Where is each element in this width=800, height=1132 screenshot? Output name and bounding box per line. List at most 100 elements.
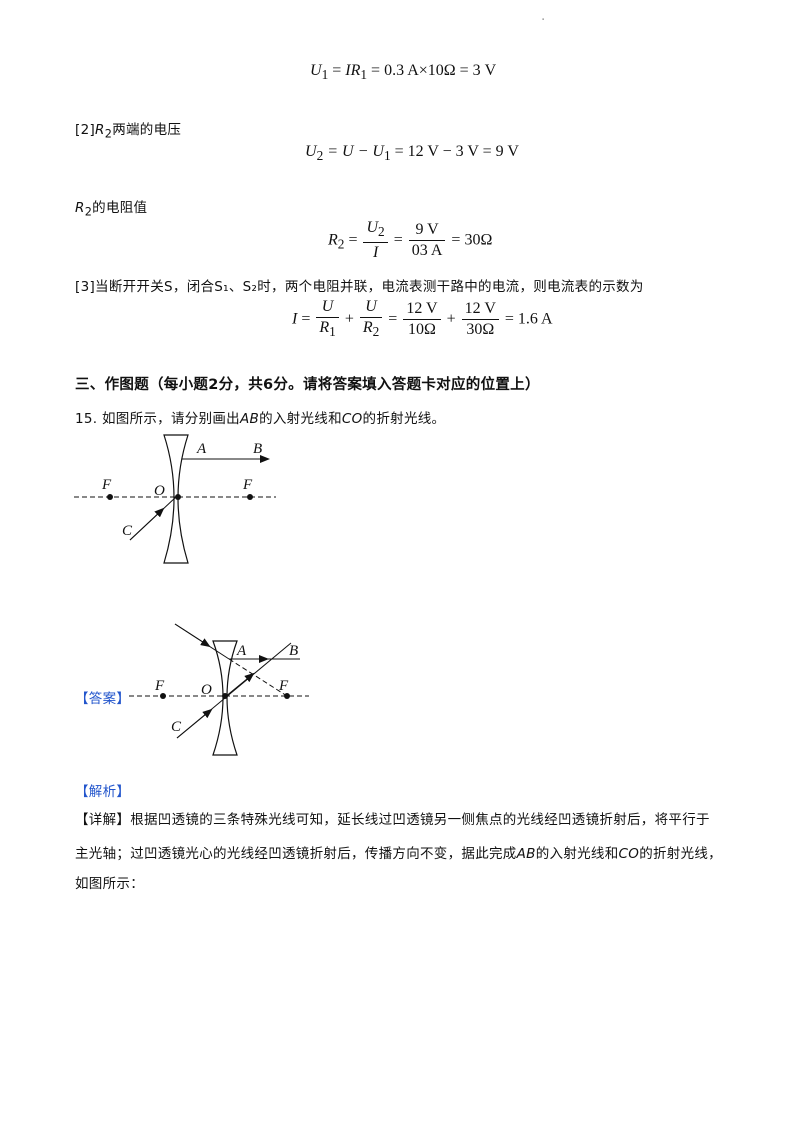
eq4-equals-2: = [384,310,402,328]
eq4-frac3-num: 12 V [403,299,441,321]
answer-label: 【答案】 [75,691,131,707]
detail-line-2c: 的折射光线， [639,846,722,862]
step-r2-sub: 2 [84,205,93,219]
eq4-frac3-den: 10Ω [408,321,436,339]
eq4-i: I [292,310,298,328]
step-2-desc: 两端的电压 [112,122,182,138]
label-f-left: F [101,477,112,493]
eq3-frac2-num: 9 V [408,220,446,242]
equation-u2: U2 = U − U1 = 12 V − 3 V = 9 V [305,143,519,164]
question-figure: A B F O F C [74,434,276,564]
detail-line-2b: 的入射光线和 [535,846,619,862]
focal-point-right [247,494,253,500]
eq2-rest: = 12 V − 3 V = 9 V [390,143,519,160]
step-r2-desc: 的电阻值 [92,200,148,216]
detail-co: CO [618,846,640,862]
eq3-frac1-sub: 2 [378,224,385,240]
answer-ray-co-arrow [176,708,213,739]
eq4-frac2-num: U [359,297,383,318]
detail-line-3: 如图所示： [75,876,144,892]
eq3-frac2-den: 03 A [411,242,443,260]
detail-label: 【详解】 [75,812,131,828]
step-3-text: [3]当断开开关S，闭合S₁、S₂时，两个电阻并联，电流表测干路中的电流，则电流… [75,279,644,295]
step-r2-text: R2的电阻值 [75,196,147,219]
detail-line-2a: 主光轴；过凹透镜光心的光线经凹透镜折射后，传播方向不变，据此完成 [75,846,517,862]
eq1-i: I [345,62,351,79]
eq1-sub: 1 [321,67,329,83]
eq4-frac1-sub: 1 [329,324,336,340]
detail-line-1-text: 根据凹透镜的三条特殊光线可知，延长线过凹透镜另一侧焦点的光线经凹透镜折射后，将平… [130,812,710,828]
eq1-equals: = [328,62,346,79]
step-2-text: [2]R2两端的电压 [75,118,181,141]
corner-mark: · [541,12,546,28]
step-r2-r: R [75,200,85,216]
eq4-frac4-num: 12 V [461,299,499,321]
answer-focal-point-right [284,693,290,699]
label-a: A [196,441,207,457]
eq3-frac1-den: I [372,244,379,262]
eq4-frac4-den: 30Ω [466,321,495,339]
label-f-right: F [242,477,253,493]
answer-label-f-left: F [154,678,165,694]
question-text-a: 如图所示，请分别画出 [97,411,240,427]
question-text-c: 的折射光线。 [362,411,446,427]
eq1-r-sub: 1 [360,67,368,83]
eq4-frac1-den: R [319,319,330,336]
answer-incident-ray-arrow [174,623,211,648]
detail-line-2: 主光轴；过凹透镜光心的光线经凹透镜折射后，传播方向不变，据此完成AB的入射光线和… [75,842,722,862]
step-2-sub: 2 [104,127,113,141]
answer-extension-line [228,658,288,697]
answer-label-b: B [289,643,298,659]
step-2-r: R [95,122,105,138]
detail-ab: AB [516,846,536,862]
step-2-prefix: [2] [75,122,96,138]
eq2-u: U [305,143,317,160]
answer-refracted-arrow [224,672,255,698]
label-o: O [154,483,165,499]
answer-figure: A B F O F C [129,623,309,756]
eq4-rest: = 1.6 A [500,310,553,328]
question-text-b: 的入射光线和 [259,411,342,427]
eq4-frac1-num: U [316,297,339,318]
answer-label-c: C [171,719,182,735]
focal-point-left [107,494,113,500]
answer-optical-center [222,693,228,699]
eq1-rest: = 0.3 A×10Ω = 3 V [367,62,497,79]
question-ab: AB [239,411,260,427]
eq4-frac2-sub: 2 [372,324,380,340]
label-c: C [122,523,133,539]
analysis-label: 【解析】 [75,784,131,800]
eq4-plus-2: + [442,310,460,328]
eq2-sub1: 1 [383,148,391,164]
answer-label-f-right: F [278,678,289,694]
optical-center [175,494,181,500]
equation-u1: U1 = IR1 = 0.3 A×10Ω = 3 V [310,62,496,83]
detail-line-1: 【详解】根据凹透镜的三条特殊光线可知，延长线过凹透镜另一侧焦点的光线经凹透镜折射… [75,808,710,828]
question-co: CO [341,411,363,427]
eq2-mid: = U − U [323,143,384,160]
section-heading: 三、作图题（每小题2分，共6分。请将答案填入答题卡对应的位置上） [75,377,540,393]
eq3-frac1-num: U [366,219,379,236]
answer-label-o: O [201,682,212,698]
answer-label-a: A [236,643,247,659]
eq3-equals-2: = [389,231,407,249]
eq1-u: U [310,62,322,79]
question-15: 15. 如图所示，请分别画出AB的入射光线和CO的折射光线。 [75,407,445,427]
eq4-frac2-den: R [362,319,373,336]
eq3-rest: = 30Ω [447,231,493,249]
concave-lens [163,434,189,564]
eq4-plus: + [340,310,358,328]
eq3-equals: = [344,231,362,249]
question-number: 15. [75,411,98,427]
ray-co-arrow [129,507,165,541]
eq4-equals: = [297,310,315,328]
eq2-sub2: 2 [316,148,324,164]
label-b: B [253,441,262,457]
